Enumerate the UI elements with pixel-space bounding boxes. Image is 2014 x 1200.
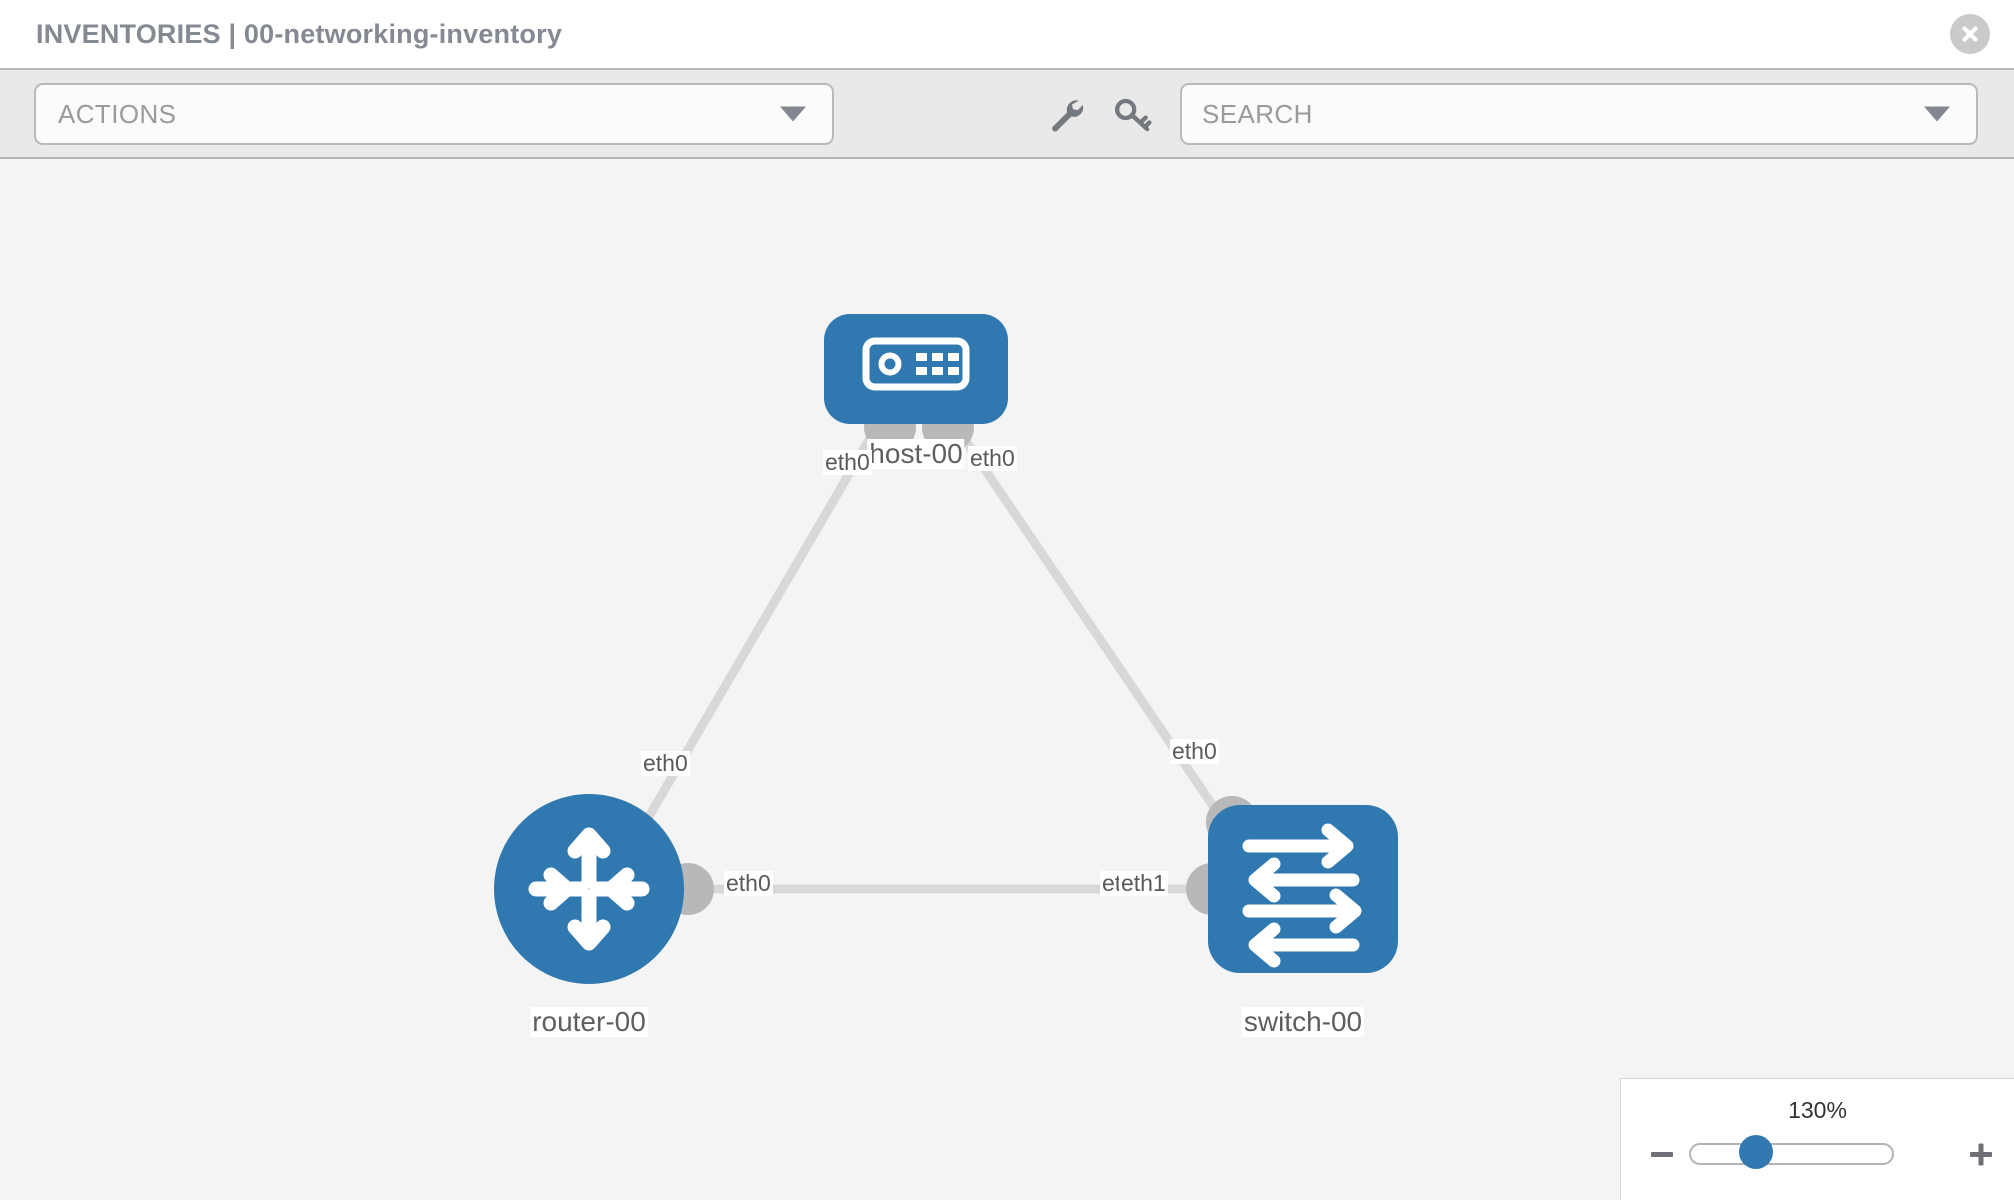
actions-dropdown-label: ACTIONS	[58, 98, 177, 129]
window-header: INVENTORIES | 00-networking-inventory	[0, 0, 2014, 68]
node-switch-00[interactable]	[1208, 805, 1398, 973]
zoom-slider-thumb[interactable]	[1739, 1135, 1773, 1169]
key-icon[interactable]	[1110, 91, 1156, 137]
toolbar: ACTIONS SEARCH	[0, 68, 2014, 159]
node-router-00[interactable]	[494, 794, 684, 984]
search-input[interactable]: SEARCH	[1180, 83, 1978, 145]
iface-label-router-eth0-uplink: eth0	[641, 750, 690, 777]
zoom-in-button[interactable]	[1964, 1137, 1998, 1171]
close-icon[interactable]	[1950, 14, 1990, 54]
iface-label-host-eth0-right: eth0	[968, 445, 1017, 472]
zoom-control-panel: 130%	[1620, 1078, 2014, 1200]
iface-label-switch-eth1: eth1	[1119, 870, 1168, 897]
node-label-switch-00: switch-00	[1241, 1006, 1365, 1038]
connector-endpoints	[662, 401, 1258, 915]
zoom-slider-track[interactable]	[1689, 1143, 1894, 1165]
chevron-down-icon[interactable]	[1924, 106, 1950, 122]
wrench-icon[interactable]	[1042, 91, 1088, 137]
actions-dropdown[interactable]: ACTIONS	[34, 83, 834, 145]
node-host-00[interactable]	[824, 314, 1008, 424]
search-placeholder: SEARCH	[1202, 98, 1313, 129]
zoom-level-value: 130%	[1788, 1097, 1847, 1123]
zoom-out-button[interactable]	[1645, 1137, 1679, 1171]
topology-graph	[494, 314, 1398, 984]
node-label-router-00: router-00	[530, 1006, 648, 1038]
iface-label-router-eth0-lan: eth0	[724, 870, 773, 897]
chevron-down-icon	[780, 106, 806, 122]
link-host-switch[interactable]	[948, 418, 1234, 834]
iface-label-host-eth0-left: eth0	[823, 449, 872, 476]
link-host-router[interactable]	[626, 418, 884, 852]
node-label-host-00: host-00	[867, 438, 965, 470]
iface-label-switch-eth0-uplink: eth0	[1170, 738, 1219, 765]
topology-canvas[interactable]: host-00 router-00 switch-00 eth0 eth0 et…	[0, 159, 2014, 1200]
page-title: INVENTORIES | 00-networking-inventory	[36, 18, 563, 49]
